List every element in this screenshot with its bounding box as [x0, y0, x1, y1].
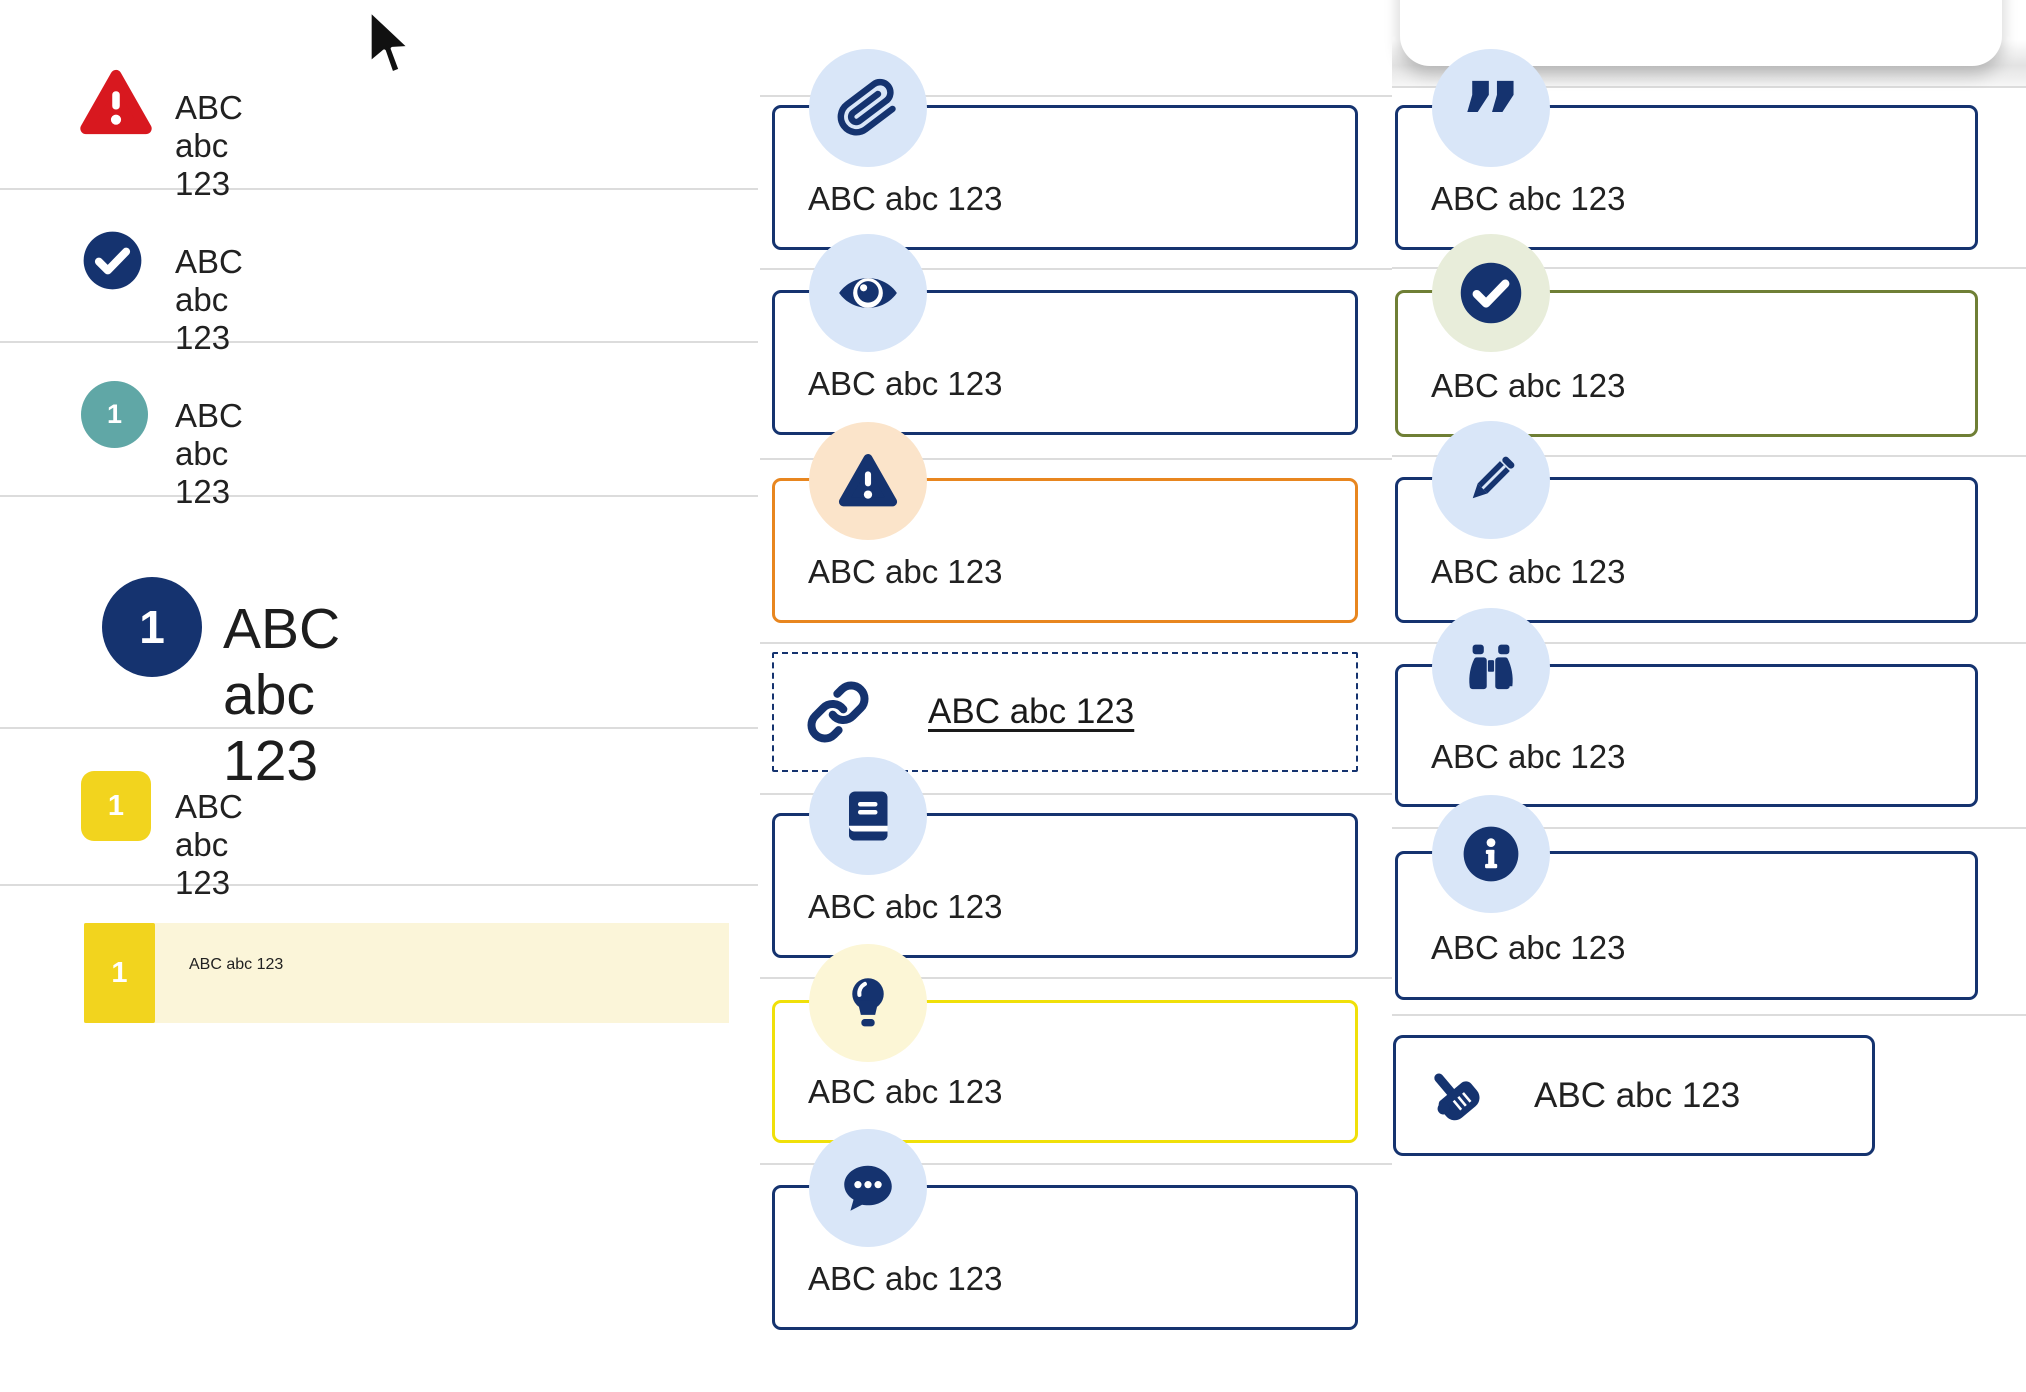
link-icon: [806, 680, 870, 744]
card-label: ABC abc 123: [1431, 553, 1626, 590]
divider: [1392, 86, 2026, 88]
number-badge-yellow: 1: [84, 923, 155, 1023]
paperclip-icon: [809, 49, 927, 167]
card-label: ABC abc 123: [1431, 738, 1626, 775]
eye-icon: [809, 234, 927, 352]
number-badge-yellow: 1: [81, 771, 151, 841]
card-label: ABC abc 123: [808, 1260, 1003, 1297]
divider: [760, 95, 1392, 97]
divider: [1392, 827, 2026, 829]
divider: [760, 642, 1392, 644]
divider: [760, 1163, 1392, 1165]
card-label: ABC abc 123: [808, 180, 1003, 217]
callout-card-info: ABC abc 123: [1395, 795, 1978, 1000]
page-title: ABC abc 123: [223, 597, 341, 793]
list-item-yellow-highlighted: 1 ABC abc 123: [84, 923, 729, 1023]
badge-value: 1: [139, 601, 165, 653]
card-label[interactable]: ABC abc 123: [1534, 1075, 1741, 1115]
link-text[interactable]: ABC abc 123: [928, 692, 1135, 731]
card-label: ABC abc 123: [808, 888, 1003, 925]
callout-card-edit: ABC abc 123: [1395, 421, 1978, 623]
quote-icon: ”: [1432, 49, 1550, 178]
divider: [1392, 455, 2026, 457]
callout-card-quote: ” ABC abc 123: [1395, 49, 1978, 250]
callout-card-book: ABC abc 123: [772, 757, 1358, 958]
divider: [760, 793, 1392, 795]
binoculars-icon: [1432, 608, 1550, 726]
callout-card-warning: ABC abc 123: [772, 422, 1358, 623]
divider: [0, 341, 758, 343]
mouse-cursor-icon: [366, 8, 412, 83]
callout-card-action[interactable]: ABC abc 123: [1393, 1035, 1875, 1156]
card-label: ABC abc 123: [1431, 929, 1626, 966]
book-icon: [809, 757, 927, 875]
hand-point-icon: [1422, 1063, 1484, 1129]
lightbulb-icon: [809, 944, 927, 1062]
callout-card-success: ABC abc 123: [1395, 234, 1978, 437]
divider: [1392, 1014, 2026, 1016]
callout-card-search: ABC abc 123: [1395, 608, 1978, 807]
callout-card-view: ABC abc 123: [772, 234, 1358, 435]
callout-card-comment: ABC abc 123: [772, 1129, 1358, 1330]
divider: [760, 977, 1392, 979]
badge-value: 1: [107, 789, 125, 822]
check-circle-icon: [81, 229, 144, 297]
list-item-label: ABC abc 123: [189, 956, 284, 973]
list-item-label: ABC abc 123: [175, 89, 243, 202]
card-label: ABC abc 123: [808, 365, 1003, 402]
info-icon: [1432, 795, 1550, 913]
comment-icon: [809, 1129, 927, 1247]
divider: [0, 884, 758, 886]
callout-card-attachment: ABC abc 123: [772, 49, 1358, 250]
list-item-label: ABC abc 123: [175, 397, 243, 510]
badge-value: 1: [111, 956, 128, 989]
list-item-label: ABC abc 123: [175, 243, 243, 356]
divider: [760, 268, 1392, 270]
card-label: ABC abc 123: [1431, 367, 1626, 404]
number-badge-navy: 1: [102, 577, 202, 677]
warning-triangle-icon: [809, 422, 927, 540]
divider: [760, 458, 1392, 460]
badge-value: 1: [106, 399, 123, 429]
number-badge-teal: 1: [81, 381, 148, 448]
divider: [0, 495, 758, 497]
callout-card-idea: ABC abc 123: [772, 944, 1358, 1143]
check-circle-icon: [1432, 234, 1550, 352]
warning-triangle-icon: [76, 67, 156, 144]
divider: [0, 188, 758, 190]
callout-card-link[interactable]: ABC abc 123: [772, 652, 1358, 772]
quote-glyph: ”: [1458, 61, 1524, 178]
pencil-icon: [1432, 421, 1550, 539]
list-item-label: ABC abc 123: [175, 788, 243, 901]
divider: [0, 727, 758, 729]
card-label: ABC abc 123: [1431, 180, 1626, 217]
divider: [1392, 267, 2026, 269]
divider: [1392, 642, 2026, 644]
card-label: ABC abc 123: [808, 1073, 1003, 1110]
card-label: ABC abc 123: [808, 553, 1003, 590]
